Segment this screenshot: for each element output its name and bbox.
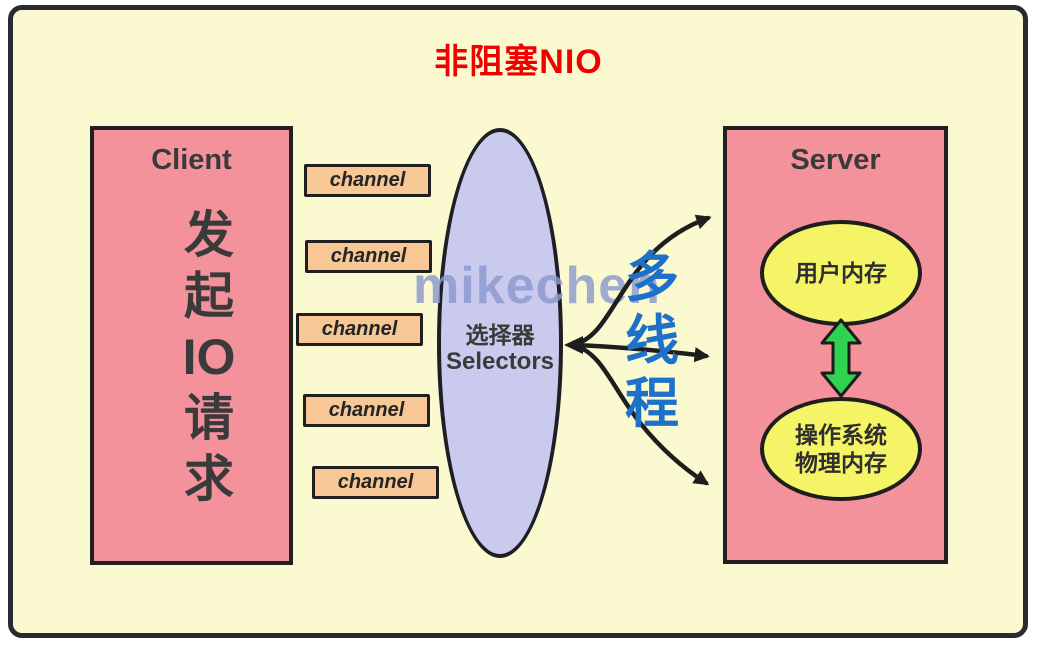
client-box: Client 发 起 IO 请 求 <box>90 126 293 565</box>
channel-box-4: channel <box>303 394 430 427</box>
diagram-title: 非阻塞NIO <box>434 43 603 81</box>
multithread-char: 程 <box>625 374 679 434</box>
channel-box-2: channel <box>305 240 432 273</box>
channel-box-3: channel <box>296 313 423 346</box>
client-request-char: IO <box>182 329 236 385</box>
os-memory-line2: 物理内存 <box>795 450 887 476</box>
multithread-char: 多 <box>625 248 679 308</box>
channel-box-5: channel <box>312 466 439 499</box>
client-request-char: 发 <box>183 207 234 263</box>
selector-ellipse: 选择器 Selectors <box>437 128 563 558</box>
client-request-text: 发 起 IO 请 求 <box>183 205 236 510</box>
selector-label-en: Selectors <box>445 348 555 375</box>
server-title: Server <box>790 144 881 176</box>
user-memory-ellipse: 用户内存 <box>760 220 922 326</box>
selector-label: 选择器 Selectors <box>441 322 559 375</box>
client-request-char: 求 <box>183 451 234 507</box>
client-request-char: 请 <box>183 390 234 446</box>
os-memory-line1: 操作系统 <box>795 422 887 448</box>
server-box: Server 用户内存 操作系统 物理内存 <box>723 126 948 564</box>
client-request-char: 起 <box>183 268 234 324</box>
multithread-label: 多 线 程 <box>619 247 685 436</box>
os-memory-ellipse: 操作系统 物理内存 <box>760 397 922 501</box>
selector-label-zh: 选择器 <box>465 322 535 348</box>
client-title: Client <box>151 144 232 176</box>
multithread-char: 线 <box>625 311 679 371</box>
user-memory-label: 用户内存 <box>795 260 887 286</box>
channel-box-1: channel <box>304 164 431 197</box>
